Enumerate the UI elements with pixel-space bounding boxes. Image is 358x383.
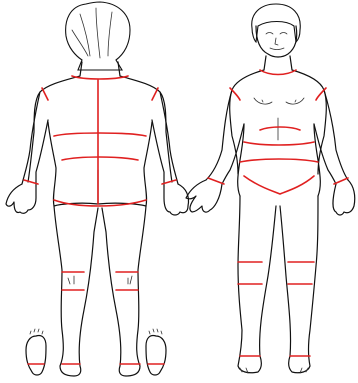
back-left-hand bbox=[6, 184, 36, 213]
back-waist-boundary bbox=[54, 133, 146, 136]
region-boundaries bbox=[24, 70, 348, 364]
front-right-wrist-boundary bbox=[334, 178, 348, 184]
front-neck-boundary bbox=[260, 70, 296, 75]
back-left-shoulder-boundary bbox=[42, 88, 48, 100]
back-hip-boundary bbox=[62, 157, 138, 160]
back-knee-creases bbox=[68, 276, 132, 284]
front-left-wrist-boundary bbox=[208, 178, 224, 184]
front-head-hair bbox=[252, 4, 301, 42]
front-chest bbox=[254, 98, 304, 140]
back-hips bbox=[54, 170, 146, 206]
front-waist-boundary bbox=[244, 142, 314, 145]
back-buttock-boundary bbox=[54, 200, 146, 206]
front-chest-boundary bbox=[260, 127, 300, 130]
back-body-outline bbox=[28, 62, 172, 206]
left-sole-toes bbox=[30, 329, 43, 334]
front-view-figure bbox=[186, 4, 355, 373]
front-right-hand bbox=[333, 180, 355, 215]
front-face bbox=[256, 26, 297, 57]
front-abdomen-boundary bbox=[240, 159, 318, 162]
front-face-features bbox=[266, 33, 287, 50]
back-right-hand bbox=[164, 184, 189, 215]
back-left-leg bbox=[54, 206, 98, 376]
back-right-shoulder-boundary bbox=[152, 88, 158, 100]
right-sole-toes bbox=[149, 329, 162, 334]
back-right-leg bbox=[102, 206, 146, 376]
front-left-hand bbox=[186, 180, 222, 212]
left-sole bbox=[26, 335, 46, 375]
soles-figure bbox=[26, 329, 166, 375]
right-sole bbox=[146, 335, 166, 375]
front-pelvis-boundary bbox=[244, 176, 314, 194]
back-neck-boundary bbox=[72, 76, 128, 79]
